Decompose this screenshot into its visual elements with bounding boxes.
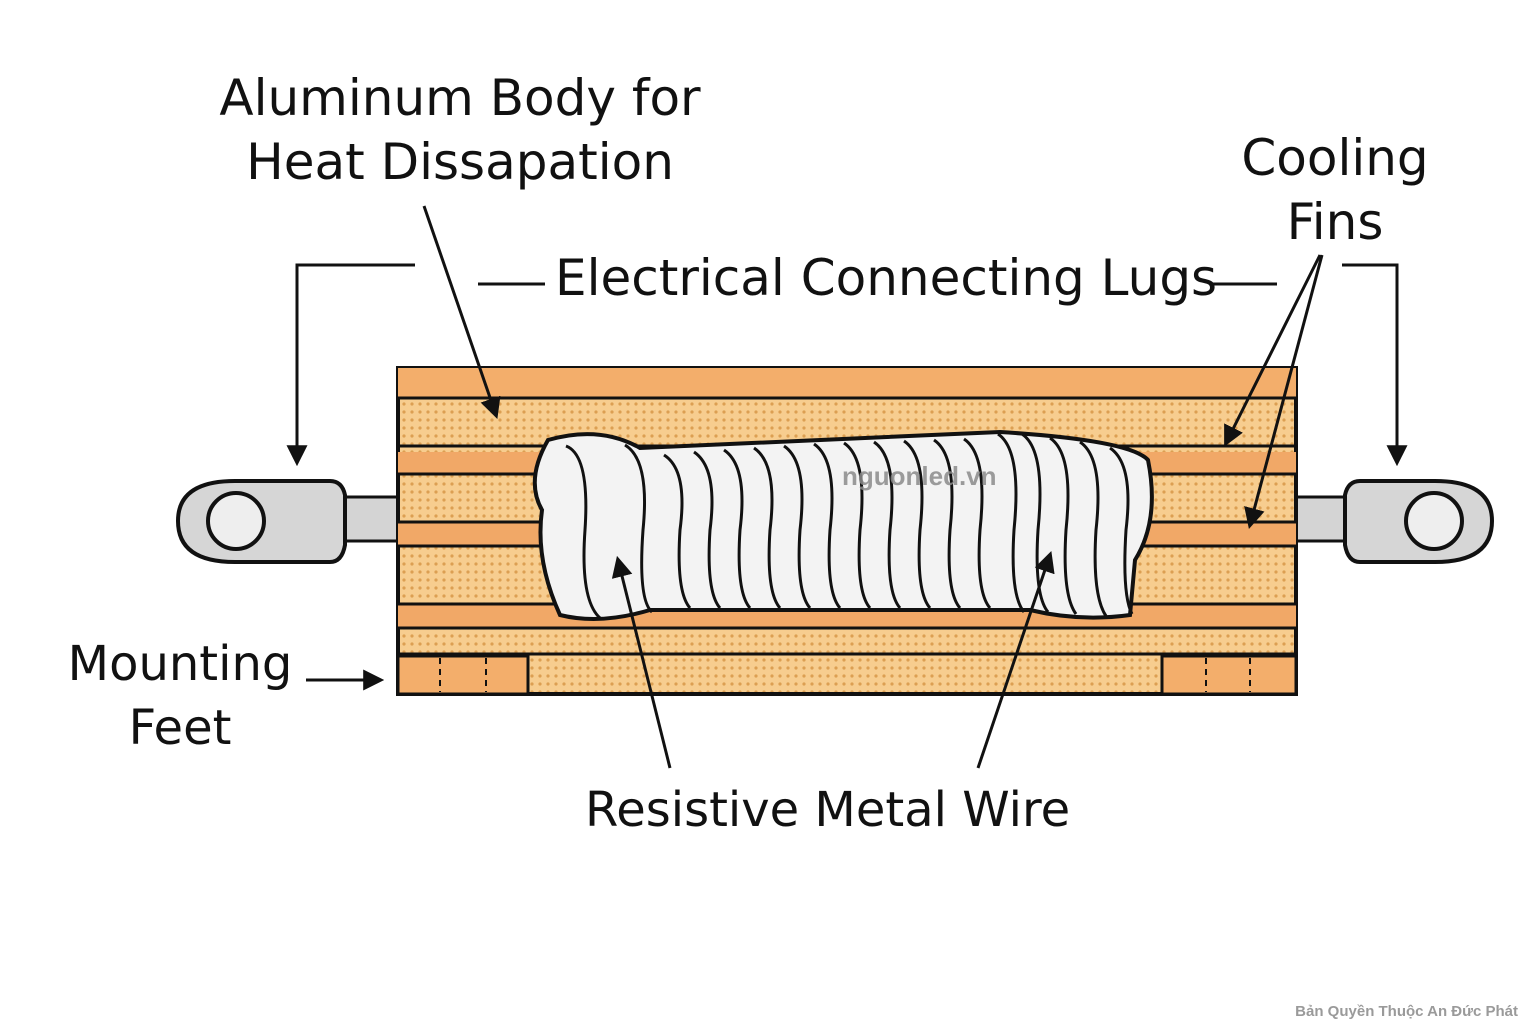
site-watermark: nguonled.vn (842, 461, 997, 491)
leader-lines (286, 205, 1408, 769)
resistive-wire-coil (532, 429, 1154, 621)
cooling-fins-label-line2: Fins (1286, 193, 1384, 251)
cooling-fin (398, 368, 1296, 398)
right-connecting-lug (1288, 479, 1495, 564)
aluminum-body-label-line2: Heat Dissapation (246, 133, 674, 191)
right-lug-hole (1404, 491, 1464, 551)
mounting-feet-label: Mounting Feet (55, 632, 305, 760)
mounting-feet-label-line1: Mounting (67, 636, 293, 692)
cooling-fins-label-line1: Cooling (1241, 129, 1429, 187)
cooling-fins-label: Cooling Fins (1230, 126, 1440, 254)
connecting-lugs-label: Electrical Connecting Lugs (555, 249, 1218, 307)
mounting-foot-right (1160, 654, 1298, 696)
mounting-feet-label-line2: Feet (128, 700, 232, 756)
resistive-wire-label: Resistive Metal Wire (585, 782, 1071, 838)
copyright-watermark: Bản Quyền Thuộc An Đức Phát (1295, 1003, 1518, 1020)
left-connecting-lug (175, 479, 402, 564)
aluminum-body-label-line1: Aluminum Body for (219, 69, 701, 127)
mounting-foot-left (396, 654, 530, 696)
aluminum-body-label: Aluminum Body for Heat Dissapation (200, 66, 720, 194)
left-lug-hole (206, 491, 266, 551)
